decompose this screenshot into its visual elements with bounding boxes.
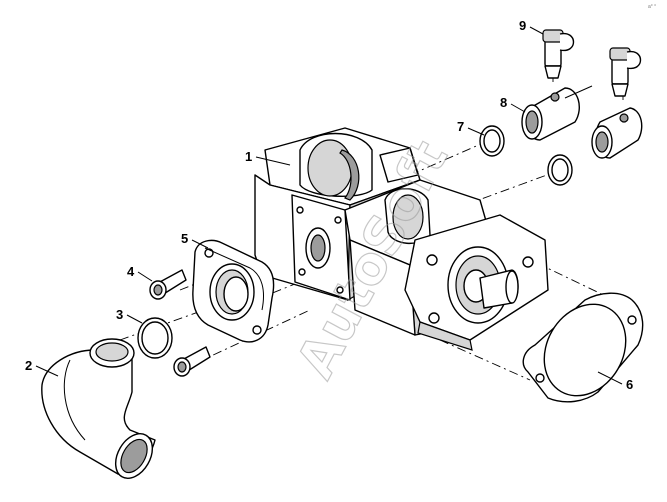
corner-mark: a° ° [648,4,656,10]
pump-body [254,127,549,351]
callout-3: 3 [116,307,123,322]
test-point-9b [609,47,642,97]
elbow-pipe [41,338,156,479]
callout-7: 7 [457,119,464,134]
fitting-8b [591,107,643,159]
callout-9: 9 [519,18,526,33]
bolt-upper [149,269,187,300]
washer-7b [547,154,573,186]
test-point-9a [542,29,575,79]
callout-1: 1 [245,149,252,164]
callout-6: 6 [626,377,633,392]
callout-2: 2 [25,358,32,373]
flange-connector [192,239,275,343]
callouts: 1 2 3 4 5 6 7 8 9 [25,18,633,392]
callout-5: 5 [181,231,188,246]
leader-lines [35,26,623,385]
callout-4: 4 [127,264,135,279]
bolt-lower [173,346,211,377]
gasket-plate [522,292,644,403]
fitting-8a [521,85,593,141]
o-ring-3 [137,317,173,359]
washer-7a [479,125,505,157]
callout-8: 8 [500,95,507,110]
